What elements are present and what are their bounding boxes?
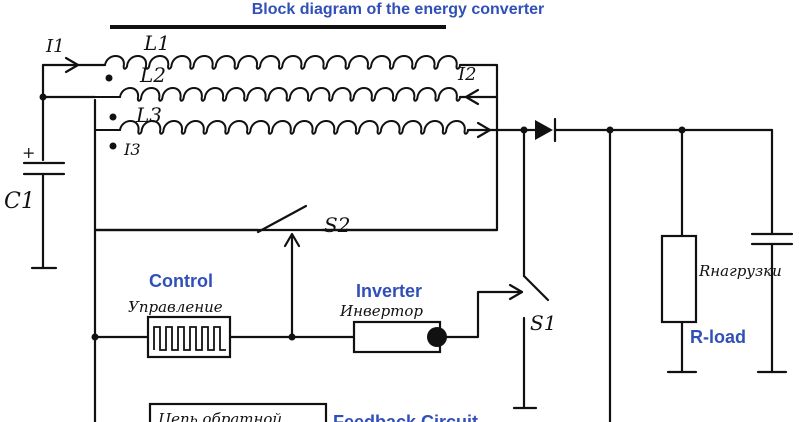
label-control-ru: Управление [128, 298, 223, 316]
resistor-r-load [660, 128, 698, 374]
caption-inverter: Inverter [356, 281, 422, 301]
inverter-block [352, 283, 524, 354]
label-feedback-ru: Цепь обратной [158, 410, 282, 422]
label-i2: I2 [457, 64, 477, 85]
switch-s2 [93, 204, 499, 337]
control-block [91, 315, 356, 359]
inductor-l3 [95, 120, 469, 135]
label-c1: C1 [4, 189, 35, 214]
label-l1: L1 [143, 31, 170, 55]
label-i3: I3 [123, 140, 141, 159]
capacitor-c1: + [22, 63, 66, 270]
capacitor-output [750, 128, 794, 374]
label-r-load-ru: Rнагрузки [698, 262, 782, 280]
svg-text:+: + [22, 143, 35, 162]
polarity-dot-i3 [109, 142, 117, 150]
caption-feedback: Feedback Circuit [333, 412, 478, 422]
diode [535, 117, 774, 143]
diagram-title: Block diagram of the energy converter [252, 1, 545, 18]
arrow-i1 [64, 56, 80, 74]
switch-s1 [512, 128, 550, 410]
label-l2: L2 [139, 63, 166, 87]
polarity-dot-l3 [109, 113, 117, 121]
caption-r-load: R-load [690, 327, 746, 347]
inductor-l1 [104, 55, 461, 70]
junction-left [39, 93, 47, 101]
arrow-i2 [464, 88, 480, 106]
feedback-block [148, 402, 328, 422]
caption-control: Control [149, 271, 213, 291]
label-l3: L3 [135, 103, 162, 127]
arrow-l3 [476, 121, 492, 139]
label-i1: I1 [45, 36, 65, 57]
label-s2: S2 [324, 213, 350, 237]
label-inverter-ru: Инвертор [339, 302, 423, 320]
label-s1: S1 [530, 311, 556, 335]
polarity-dot-l2 [105, 74, 113, 82]
inductor-l2 [95, 87, 461, 102]
